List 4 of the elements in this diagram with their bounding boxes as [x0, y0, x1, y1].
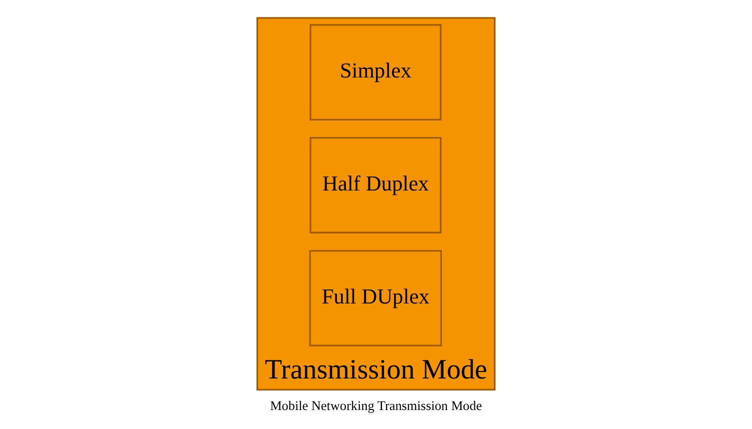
node-box: Simplex	[310, 24, 442, 121]
caption: Mobile Networking Transmission Mode	[270, 398, 482, 414]
node-box: Full DUplex	[309, 250, 442, 346]
node-box: Half Duplex	[310, 137, 442, 234]
